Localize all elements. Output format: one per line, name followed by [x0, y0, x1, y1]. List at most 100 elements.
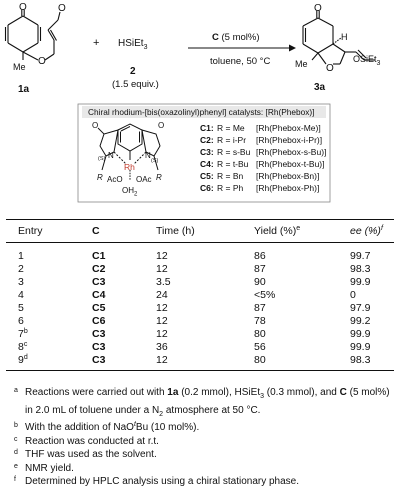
table-cell: <5%: [254, 289, 276, 301]
catalyst-name: [Rh(Phebox-i-Pr)]: [256, 135, 322, 145]
header-time: Time (h): [156, 225, 195, 237]
table-cell: 78: [254, 315, 266, 327]
atom-label: N: [108, 151, 114, 160]
atom-label: O: [19, 2, 27, 13]
catalyst-r: R = s-Bu: [217, 147, 251, 157]
catalyst-code: C1:: [200, 123, 214, 133]
catalyst-title-bg: [82, 106, 326, 118]
atom-label: R: [156, 173, 162, 182]
table-cell: 86: [254, 250, 266, 262]
reagent-formula: HSiEt3: [118, 38, 148, 51]
table-cell: 2: [18, 263, 24, 275]
table-cell: 36: [156, 341, 168, 353]
atom-label: OAc: [136, 175, 152, 184]
atom-label: R: [97, 173, 103, 182]
atom-label: H: [341, 32, 348, 42]
catalyst-name: [Rh(Phebox-Me)]: [256, 123, 321, 133]
table-cell: 8: [18, 341, 24, 353]
table-cell: C2: [92, 263, 106, 275]
catalyst-list: C1: R = Me [Rh(Phebox-Me)] C2: R = i-Pr …: [200, 123, 326, 193]
table-top-rule: [6, 219, 394, 220]
catalyst-code: C2:: [200, 135, 214, 145]
table-cell: 97.9: [350, 302, 371, 314]
table-cell: 87: [254, 302, 266, 314]
atom-label: (S): [98, 156, 106, 162]
header-ee: ee (%)f: [350, 225, 383, 237]
reactant-1a-structure: [4, 10, 61, 61]
table-cell: ee (%): [350, 225, 381, 237]
table-cell: 56: [254, 341, 266, 353]
compound-label-1a: 1a: [18, 84, 30, 95]
table-cell: 4: [18, 289, 24, 301]
header-catalyst: C: [92, 225, 100, 237]
arrow-conditions: toluene, 50 °C: [210, 56, 270, 67]
table-cell: C3: [92, 276, 106, 288]
table-row: 4 C4 24 <5% 0: [6, 289, 394, 302]
arrow-catalyst: C (5 mol%): [212, 32, 260, 43]
atom-label: O: [92, 121, 98, 130]
table-cell: C4: [92, 289, 106, 301]
table-cell: 3.5: [156, 276, 171, 288]
catalyst-r: R = Me: [217, 123, 245, 133]
table-cell: C3: [92, 328, 106, 340]
atom-label: (S): [151, 158, 159, 164]
compound-label-2: 2: [130, 66, 136, 77]
catalyst-code: C3:: [200, 147, 214, 157]
table-cell: C6: [92, 315, 106, 327]
reagent-equiv: (1.5 equiv.): [112, 79, 159, 90]
table-cell: 87: [254, 263, 266, 275]
table-cell: 80: [254, 354, 266, 366]
atom-label: O: [326, 63, 334, 74]
table-cell: 12: [156, 354, 168, 366]
atom-label: Me: [13, 62, 26, 72]
catalyst-r: R = t-Bu: [217, 159, 249, 169]
table-cell: 12: [156, 250, 168, 262]
atom-label: O: [314, 3, 322, 14]
rh-label: Rh: [124, 162, 135, 172]
table-cell: 99.9: [350, 341, 371, 353]
table-cell: 90: [254, 276, 266, 288]
atom-label: O: [58, 3, 66, 14]
catalyst-box: [77, 103, 331, 203]
table-cell: 12: [156, 263, 168, 275]
atom-label: O: [158, 121, 164, 130]
atom-label: O: [38, 56, 46, 67]
table-cell: Yield (%): [254, 225, 297, 237]
catalyst-name: [Rh(Phebox-Bn)]: [256, 171, 319, 181]
table-cell: 98.3: [350, 263, 371, 275]
table-cell: 24: [156, 289, 168, 301]
compound-label-3a: 3a: [314, 82, 326, 93]
table-cell: 0: [350, 289, 356, 301]
header-entry: Entry: [18, 225, 43, 237]
catalyst-name: [Rh(Phebox-t-Bu)]: [256, 159, 325, 169]
header-yield: Yield (%)e: [254, 225, 301, 237]
table-row: 2 C2 12 87 98.3: [6, 263, 394, 276]
arrow-head: [289, 44, 296, 52]
table-cell: 3: [18, 276, 24, 288]
table-cell: 99.2: [350, 315, 371, 327]
table-bottom-rule: [6, 370, 394, 371]
table-cell: 6: [18, 315, 24, 327]
table-cell: 99.7: [350, 250, 371, 262]
table-cell: C3: [92, 341, 106, 353]
atom-label: OH2: [122, 186, 138, 198]
catalyst-name: [Rh(Phebox-Ph)]: [256, 183, 319, 193]
atom-label: OSiEt3: [353, 54, 381, 67]
table-cell: 80: [254, 328, 266, 340]
reaction-scheme: O O O Me 1a + HSiEt3 2 (1.5 equiv.) C (5…: [4, 2, 381, 203]
atom-label: AcO: [107, 175, 123, 184]
table-cell: 9d: [18, 354, 28, 366]
table-cell: 7: [18, 328, 24, 340]
table-cell: 5: [18, 302, 24, 314]
